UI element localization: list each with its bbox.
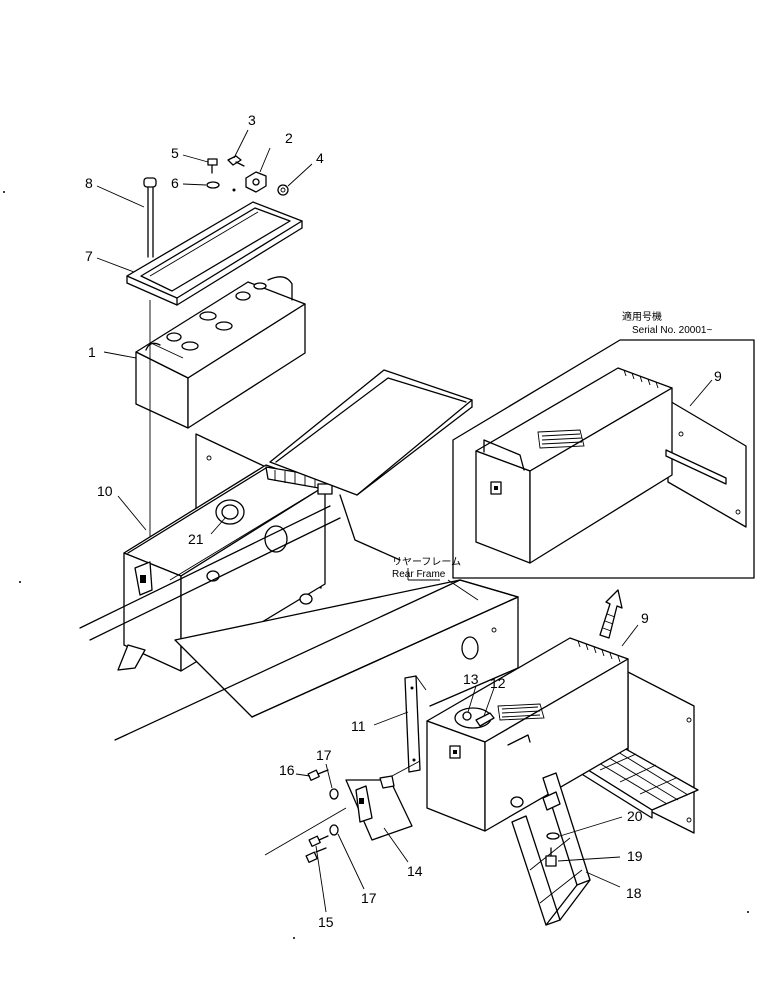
latch-plate-14 — [264, 760, 421, 863]
step-ladder-18 — [511, 772, 591, 926]
callout-15: 15 — [318, 914, 334, 930]
callout-11: 11 — [351, 718, 366, 734]
callout-8: 8 — [85, 175, 93, 191]
callout-7: 7 — [85, 248, 93, 264]
up-arrow-icon — [599, 589, 623, 639]
callout-17-lower: 17 — [361, 890, 377, 906]
hardware-top — [206, 155, 289, 196]
callout-2: 2 — [285, 130, 293, 146]
serial-inset — [452, 339, 755, 579]
scan-specks — [3, 191, 749, 939]
callout-4: 4 — [316, 150, 324, 166]
serial-label-jp: 適用号機 — [622, 310, 662, 323]
battery-hold-down-frame — [126, 201, 303, 306]
callout-14: 14 — [407, 863, 423, 879]
callout-17-upper: 17 — [316, 747, 332, 763]
callout-9-inset: 9 — [714, 368, 722, 384]
callout-21: 21 — [188, 531, 204, 547]
battery-box-left — [117, 433, 333, 672]
callout-18: 18 — [626, 885, 642, 901]
callout-3: 3 — [248, 112, 256, 128]
callout-10: 10 — [97, 483, 113, 499]
serial-number-label: Serial No. 20001~ — [632, 325, 712, 336]
rear-frame-label: Rear Frame — [392, 569, 446, 580]
step-box-lower — [426, 637, 699, 834]
callout-12: 12 — [490, 675, 506, 691]
battery — [135, 276, 306, 429]
battery-box-lid — [269, 369, 473, 496]
callout-9-main: 9 — [641, 610, 649, 626]
callout-6: 6 — [171, 175, 179, 191]
callout-13: 13 — [463, 671, 479, 687]
callout-numbers: 1 2 3 4 5 6 7 8 9 9 10 11 12 13 14 15 16… — [85, 112, 722, 930]
callout-16: 16 — [279, 762, 295, 778]
text-labels: 適用号機 Serial No. 20001~ リヤーフレーム Rear Fram… — [392, 310, 712, 580]
bracket-11 — [404, 675, 427, 773]
rear-frame-beam — [79, 494, 519, 741]
callout-1: 1 — [88, 344, 96, 360]
callout-5: 5 — [171, 145, 179, 161]
callout-19: 19 — [627, 848, 643, 864]
callout-20: 20 — [627, 808, 643, 824]
leader-lines — [96, 129, 713, 913]
rear-frame-label-jp: リヤーフレーム — [392, 556, 461, 568]
